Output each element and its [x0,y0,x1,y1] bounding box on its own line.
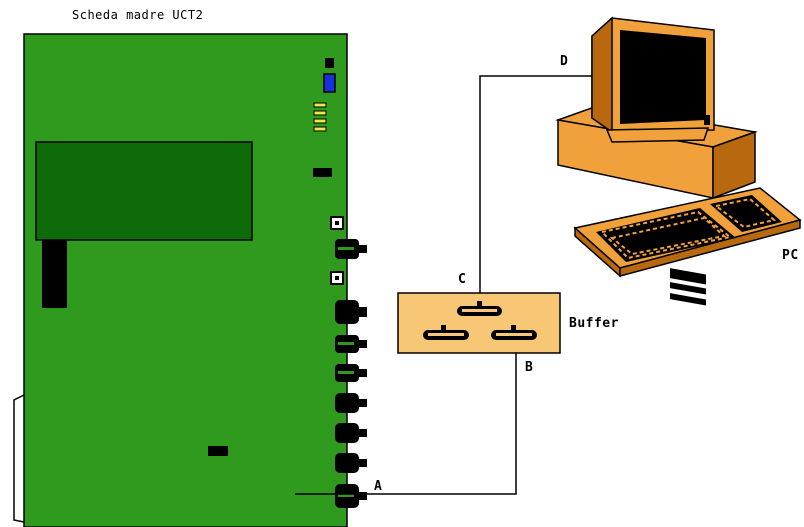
board-jack [335,276,339,280]
label-point-b: B [525,360,534,375]
board-connector [335,393,367,413]
board-yellow-led [313,118,327,124]
board-yellow-led [313,102,327,108]
board-small-chip-mid [313,168,332,177]
buffer-port-b [491,325,537,340]
board-connector [335,453,367,473]
pc-drive-bay [670,293,706,306]
board-yellow-led [313,110,327,116]
board-yellow-led [313,126,327,132]
label-buffer: Buffer [569,316,619,331]
board-small-chip-top [325,58,334,68]
board-connector [335,300,367,324]
board-title: Scheda madre UCT2 [72,8,204,22]
board-small-chip-bottom [208,446,228,456]
cable-a-to-b [295,353,517,495]
board-connector [335,335,367,353]
buffer-port-c [457,301,502,316]
board-pcb [23,33,348,527]
buffer-box [397,292,561,354]
pc-monitor [591,16,715,143]
board-blue-led [323,73,336,93]
pc [555,16,802,306]
board-side-bracket [13,394,25,523]
label-pc: PC [782,248,799,263]
pc-drive-bay [670,282,706,295]
label-point-c: C [458,272,467,287]
board-connector [335,364,367,382]
board-connector [335,239,367,259]
pc-monitor-button [704,115,710,125]
cable-c-to-d [479,75,598,294]
pc-drive-bay [670,268,706,285]
buffer-port-left [423,325,469,340]
pc-keyboard [573,187,802,278]
board-jack [335,221,339,225]
board-chip-vertical [42,240,67,308]
label-point-a: A [374,479,383,494]
motherboard [13,33,367,527]
board-connector-a [335,484,367,508]
board-connector [335,423,367,443]
label-point-d: D [560,54,569,69]
board-module [35,141,253,241]
cables [295,75,598,495]
